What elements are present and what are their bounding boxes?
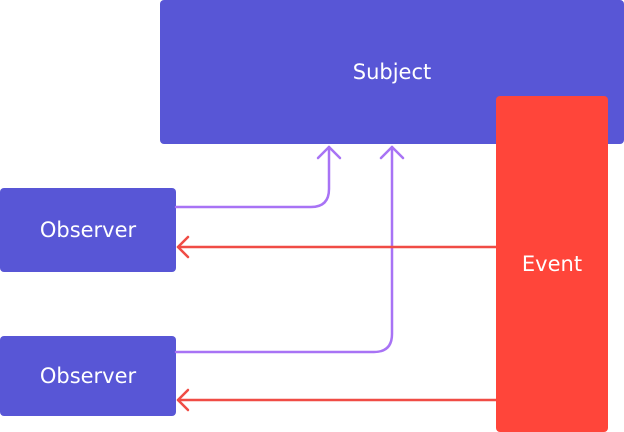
observer-1-label: Observer [39, 218, 137, 242]
event-label: Event [521, 252, 583, 276]
subject-node: Subject [160, 0, 624, 144]
observer-node-2: Observer [0, 336, 176, 416]
subscribe-arrow-observer-2 [174, 145, 394, 354]
subject-label: Subject [352, 60, 432, 84]
subscribe-arrowhead-observer-1 [316, 145, 342, 160]
subscribe-arrow-observer-1 [174, 145, 331, 209]
event-node: Event [496, 96, 608, 432]
observer-2-label: Observer [39, 364, 137, 388]
subscribe-arrowhead-observer-2 [379, 145, 405, 160]
observer-node-1: Observer [0, 188, 176, 272]
notify-arrowhead-observer-2 [176, 388, 190, 412]
notify-arrowhead-observer-1 [176, 235, 190, 259]
